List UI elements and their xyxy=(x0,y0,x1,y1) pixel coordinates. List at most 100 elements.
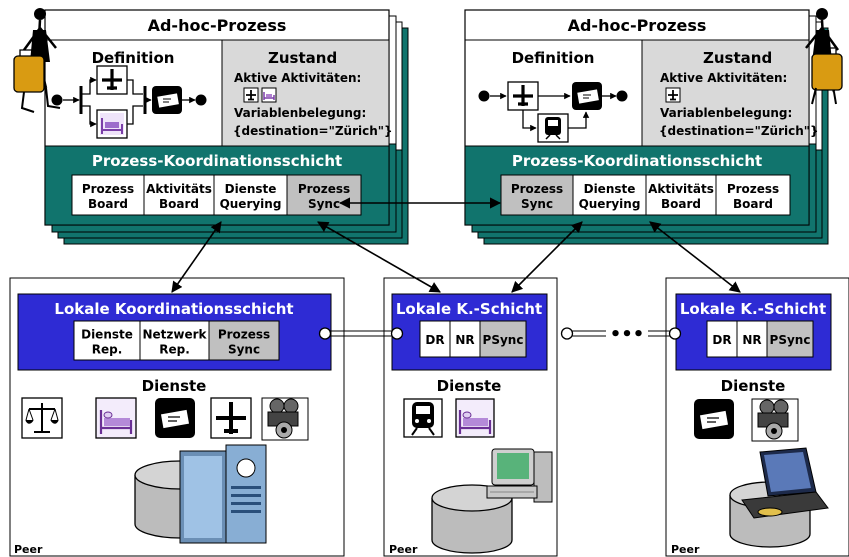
film-camera-icon xyxy=(751,398,799,442)
left-state-title: Zustand xyxy=(268,49,337,67)
right-active-activities-label: Aktive Aktivitäten: xyxy=(660,71,787,85)
peer-3-module-2-label: NR xyxy=(742,333,761,347)
left-process-to-peer-2-link xyxy=(317,221,441,293)
right-process-to-peer-2-link xyxy=(511,221,583,293)
peer-2-module-3-label: PSync xyxy=(483,333,524,347)
peer-1-module-1-line1: Dienste xyxy=(81,328,133,342)
peer-3-module-3: PSync xyxy=(766,320,814,358)
desktop-computer-icon xyxy=(486,448,553,503)
traveller-right-icon xyxy=(805,8,843,105)
film-camera-icon xyxy=(261,397,309,441)
left-board-row: ProzessBoardAktivitätsBoardDiensteQueryi… xyxy=(71,174,362,216)
peer-1-module-2-line2: Rep. xyxy=(159,343,190,357)
flow-train-activity-icon xyxy=(537,113,569,143)
payment-icon xyxy=(694,399,734,439)
peer-3-module-row: DR NR PSync xyxy=(706,320,814,358)
flow-hotel-activity-icon xyxy=(96,109,128,139)
left-coordination-title: Prozess-Koordinationsschicht xyxy=(92,152,342,170)
server-icon xyxy=(179,444,267,544)
left-board-1-line2: Board xyxy=(88,197,128,211)
peer-2-module-3: PSync xyxy=(479,320,527,358)
peer-3-layer-title: Lokale K.-Schicht xyxy=(680,300,826,318)
right-board-2-line2: Querying xyxy=(579,197,641,211)
peer-1-module-1-line2: Rep. xyxy=(92,343,123,357)
left-board-4-line1: Prozess xyxy=(298,182,350,196)
left-process-to-peer-1-link xyxy=(171,221,222,293)
left-definition-label: Definition xyxy=(92,49,175,67)
right-board-4-line2: Board xyxy=(733,197,773,211)
peer-1-layer-title: Lokale Koordinationsschicht xyxy=(54,300,293,318)
right-state-title: Zustand xyxy=(703,49,772,67)
left-board-1-line1: Prozess xyxy=(82,182,134,196)
flow-end-node xyxy=(195,94,207,106)
peer-2-label: Peer xyxy=(389,543,418,556)
flow-airplane-activity-icon xyxy=(507,81,539,111)
right-coordination-title: Prozess-Koordinationsschicht xyxy=(512,152,762,170)
airplane-icon xyxy=(210,397,252,439)
right-variable-label: Variablenbelegung: xyxy=(660,106,792,120)
peer-1-module-3-line1: Prozess xyxy=(218,328,270,342)
connectors: ••• xyxy=(171,197,741,345)
peer-2-layer-title: Lokale K.-Schicht xyxy=(396,300,542,318)
right-process: Ad-hoc-Prozess Zustand Aktive Aktivitäte… xyxy=(464,9,829,245)
right-board-3-line1: Aktivitäts xyxy=(648,182,714,196)
peer-2-services-title: Dienste xyxy=(437,377,502,395)
right-board-1-line1: Prozess xyxy=(511,182,563,196)
flow-start-node xyxy=(51,94,63,106)
flow-payment-activity-icon xyxy=(572,82,602,110)
peer-1: Lokale Koordinationsschicht DiensteRep.N… xyxy=(9,277,345,557)
flow-start-node xyxy=(478,90,490,102)
left-process-title: Ad-hoc-Prozess xyxy=(148,16,287,35)
left-active-airplane-icon xyxy=(243,87,259,103)
right-process-to-peer-3-link xyxy=(649,221,741,293)
right-board-4-line1: Prozess xyxy=(727,182,779,196)
right-active-airplane-icon xyxy=(665,87,681,103)
peer-2-module-1-label: DR xyxy=(425,333,444,347)
right-board-row: ProzessSyncDiensteQueryingAktivitätsBoar… xyxy=(500,174,791,216)
left-process: Ad-hoc-Prozess Zustand Aktive Aktivitäte… xyxy=(44,9,409,245)
peer-1-module-3-line2: Sync xyxy=(228,343,260,357)
peer-3-module-2: NR xyxy=(736,320,768,358)
payment-icon xyxy=(155,398,195,438)
left-variable-value: {destination="Zürich"} xyxy=(233,124,393,138)
flow-end-node xyxy=(616,90,628,102)
right-board-3-line2: Board xyxy=(661,197,701,211)
peer-3-module-1-label: DR xyxy=(712,333,731,347)
left-process-flow xyxy=(51,65,207,139)
left-board-3-line1: Dienste xyxy=(225,182,277,196)
peer-3-services-title: Dienste xyxy=(721,377,786,395)
left-board-4-line2: Sync xyxy=(308,197,340,211)
left-board-3-line2: Querying xyxy=(220,197,282,211)
left-variable-label: Variablenbelegung: xyxy=(234,106,366,120)
network-link-peer-2-3: ••• xyxy=(560,324,682,345)
left-board-2-line2: Board xyxy=(159,197,199,211)
right-board-1-line2: Sync xyxy=(521,197,553,211)
right-process-title: Ad-hoc-Prozess xyxy=(568,16,707,35)
traveller-left-icon xyxy=(13,8,61,113)
peer-3-module-1: DR xyxy=(706,320,738,358)
peer-1-module-2-line1: Netzwerk xyxy=(142,328,207,342)
left-active-activities-label: Aktive Aktivitäten: xyxy=(234,71,361,85)
ellipsis-more-peers: ••• xyxy=(610,324,645,345)
right-process-flow xyxy=(478,81,628,143)
scales-icon xyxy=(21,397,63,439)
bed-icon xyxy=(95,397,137,439)
flow-payment-activity-icon xyxy=(152,86,182,114)
peer-2-module-2: NR xyxy=(449,320,481,358)
